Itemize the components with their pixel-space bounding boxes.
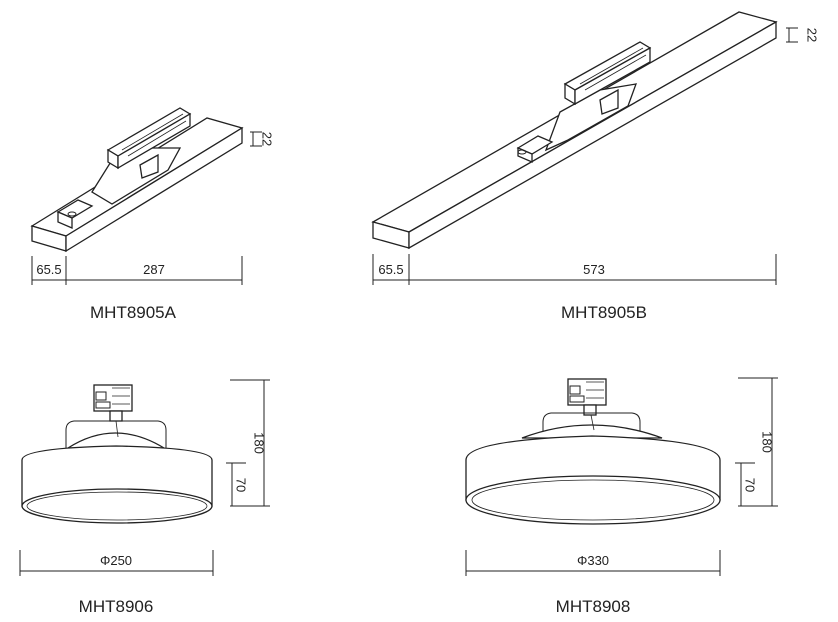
mht8905b-offset-label: 65.5 xyxy=(378,262,403,277)
dome xyxy=(65,432,167,449)
bar-side-face xyxy=(65,126,243,253)
bracket xyxy=(542,412,641,436)
mht8908-body-height-label: 70 xyxy=(743,478,758,492)
mht8905a-length-label: 287 xyxy=(143,262,165,277)
mht8906-drawing: 180 70 Φ250 MHT8906 xyxy=(19,379,270,616)
lamp-rim xyxy=(465,475,721,525)
adapter xyxy=(567,378,607,406)
adapter-side xyxy=(117,112,191,170)
lamp-rim xyxy=(21,488,213,524)
mht8905a-offset-label: 65.5 xyxy=(36,262,61,277)
mht8905b-height-label: 22 xyxy=(805,28,820,42)
mht8905b-drawing: 22 65.5 573 MHT8905B xyxy=(371,11,820,322)
mht8905a-drawing: 22 65.5 287 MHT8905A xyxy=(30,107,275,322)
mht8906-total-height-label: 180 xyxy=(252,432,267,454)
terminal-front xyxy=(57,211,73,229)
dome xyxy=(521,424,663,439)
bar-side-face xyxy=(408,20,777,250)
adapter xyxy=(93,384,133,412)
mht8906-model-label: MHT8906 xyxy=(79,597,154,616)
mount-block xyxy=(139,153,159,179)
mht8908-total-height-label: 180 xyxy=(760,431,775,453)
mht8908-drawing: 180 70 Φ330 MHT8908 xyxy=(465,377,778,616)
mht8905b-length-label: 573 xyxy=(583,262,605,277)
mht8908-model-label: MHT8908 xyxy=(556,597,631,616)
adapter-side xyxy=(574,46,651,106)
mht8908-diameter-label: Φ330 xyxy=(577,553,609,568)
mht8906-body-height-label: 70 xyxy=(234,478,249,492)
mht8905b-model-label: MHT8905B xyxy=(561,303,647,322)
mht8905a-height-label: 22 xyxy=(260,132,275,146)
mht8906-diameter-label: Φ250 xyxy=(100,553,132,568)
mht8905a-model-label: MHT8905A xyxy=(90,303,177,322)
mount-block xyxy=(599,88,619,115)
